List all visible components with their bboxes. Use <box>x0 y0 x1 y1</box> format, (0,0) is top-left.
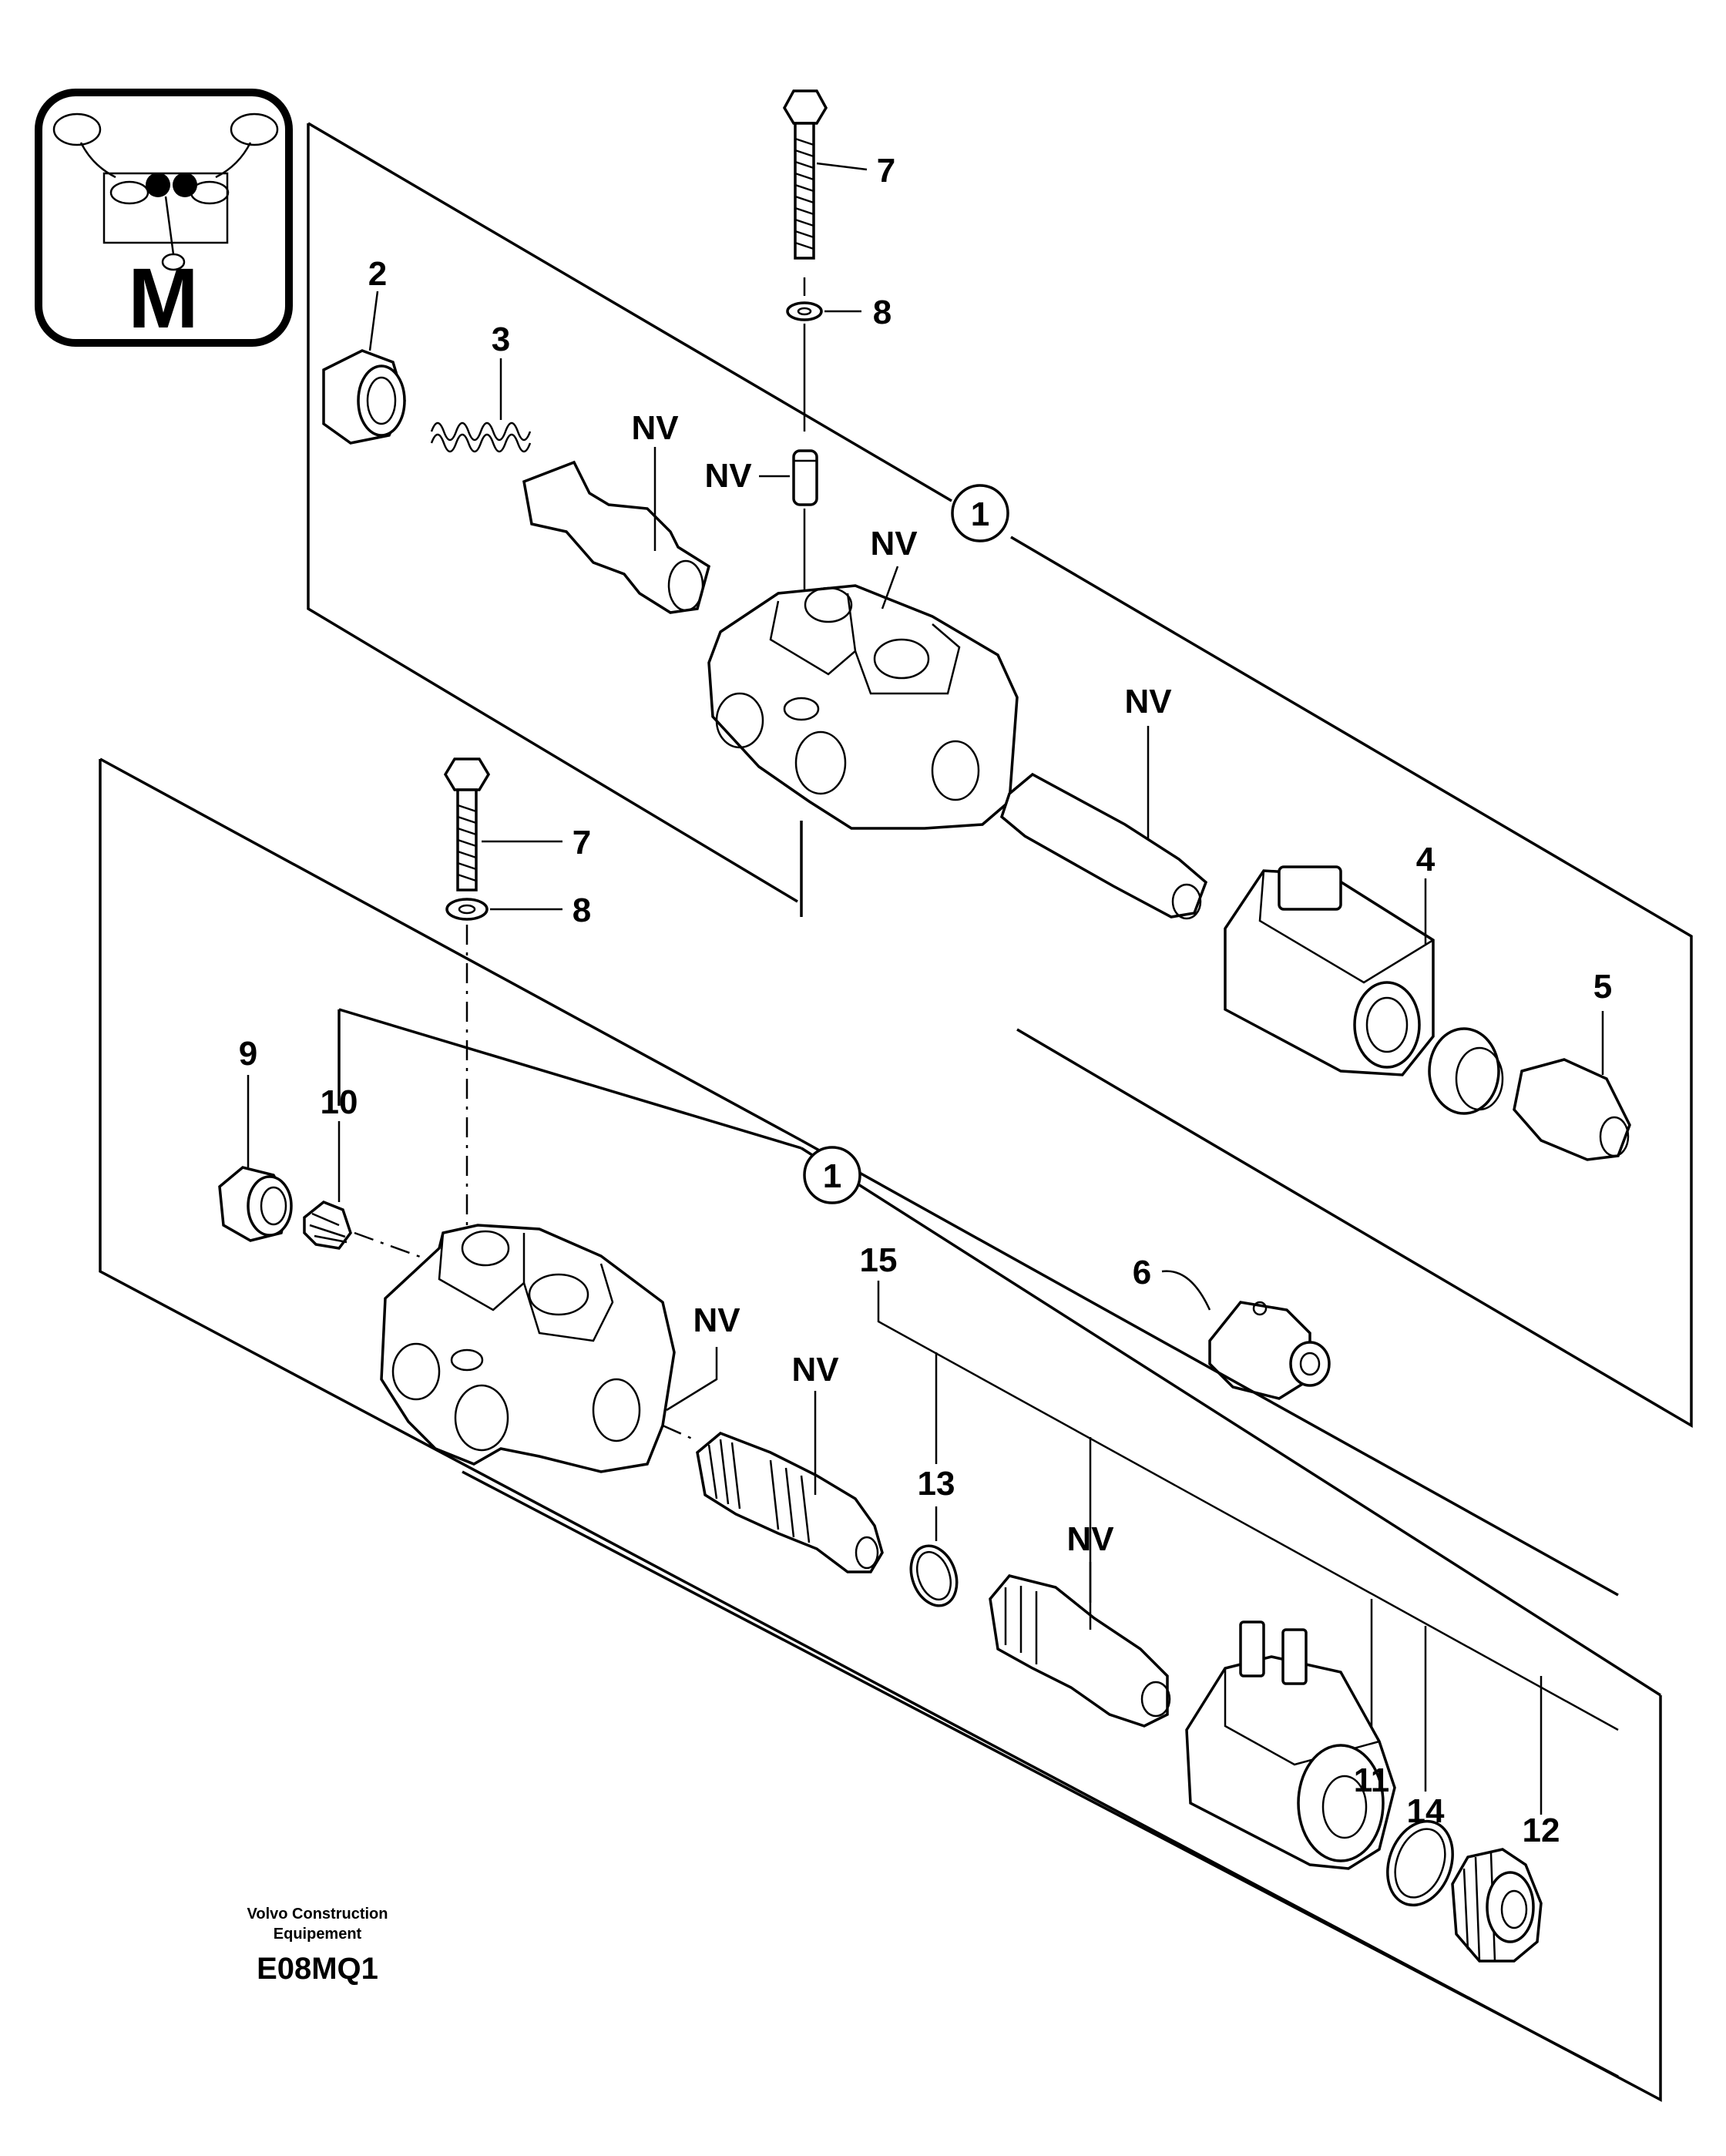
lower-nut <box>1451 1848 1543 1963</box>
upper-connector-nut <box>1428 1027 1504 1115</box>
upper-pin-label: NV <box>704 457 752 495</box>
lower-plug-label: 9 <box>239 1035 257 1073</box>
upper-spool-label: NV <box>631 409 679 447</box>
lower-seal-label: 14 <box>1407 1792 1445 1830</box>
upper-bolt <box>782 89 828 260</box>
lower-ref-circle: 1 <box>803 1146 861 1204</box>
lower-o-ring <box>909 1544 959 1607</box>
publisher-line-1: Volvo Construction <box>247 1906 388 1923</box>
drawing-code: E08MQ1 <box>257 1952 378 1986</box>
lower-ref-number: 1 <box>823 1157 841 1195</box>
lower-cartridge <box>696 1431 884 1573</box>
upper-valve-body <box>707 584 1019 830</box>
lower-cartridge-label: NV <box>791 1351 839 1389</box>
upper-bolt-label: 7 <box>877 152 895 190</box>
upper-coil-label: 4 <box>1416 841 1436 878</box>
connector-6 <box>1208 1301 1331 1400</box>
upper-spring-label: 3 <box>492 321 510 358</box>
upper-connector-cap <box>1513 1058 1631 1161</box>
upper-armature-tube <box>999 772 1208 920</box>
upper-washer-label: 8 <box>873 294 892 331</box>
upper-washer <box>786 301 823 321</box>
lower-o-ring-label: 13 <box>918 1465 955 1503</box>
upper-coil <box>1224 865 1435 1076</box>
lower-washer <box>445 898 489 921</box>
view-badge-letter: M <box>128 251 199 346</box>
lower-bolt-label: 7 <box>573 824 591 861</box>
lower-coil-label: 11 <box>1354 1761 1390 1799</box>
kit-label: 15 <box>860 1241 898 1279</box>
lower-bolt <box>443 757 491 892</box>
lower-frame <box>99 757 1662 2102</box>
upper-spool <box>522 460 711 614</box>
joystick-icon <box>52 113 279 271</box>
upper-ref-circle: 1 <box>951 484 1009 542</box>
lower-plug <box>218 1166 293 1242</box>
lower-coil <box>1185 1620 1396 1870</box>
publisher-line-2: Equipement <box>274 1926 362 1943</box>
lower-armature-tube <box>989 1574 1171 1728</box>
lower-valve-body <box>380 1224 676 1473</box>
upper-connector-cap-label: 5 <box>1593 968 1612 1006</box>
lower-insert-label: 10 <box>321 1083 358 1121</box>
upper-armature-tube-label: NV <box>1124 683 1172 720</box>
lower-insert <box>303 1200 352 1250</box>
lower-valve-body-label: NV <box>693 1301 740 1339</box>
lower-armature-tube-label: NV <box>1066 1520 1114 1558</box>
view-badge: M <box>35 89 293 347</box>
upper-frame <box>307 122 1693 1429</box>
upper-pin <box>792 449 818 506</box>
lower-washer-label: 8 <box>573 892 591 929</box>
upper-ref-number: 1 <box>971 495 989 533</box>
lower-nut-label: 12 <box>1523 1812 1560 1849</box>
upper-spring <box>430 421 532 453</box>
upper-valve-body-label: NV <box>870 525 918 563</box>
connector-6-label: 6 <box>1133 1254 1151 1291</box>
upper-plug-label: 2 <box>368 255 387 293</box>
upper-plug <box>322 349 406 445</box>
lower-seal <box>1386 1819 1454 1907</box>
